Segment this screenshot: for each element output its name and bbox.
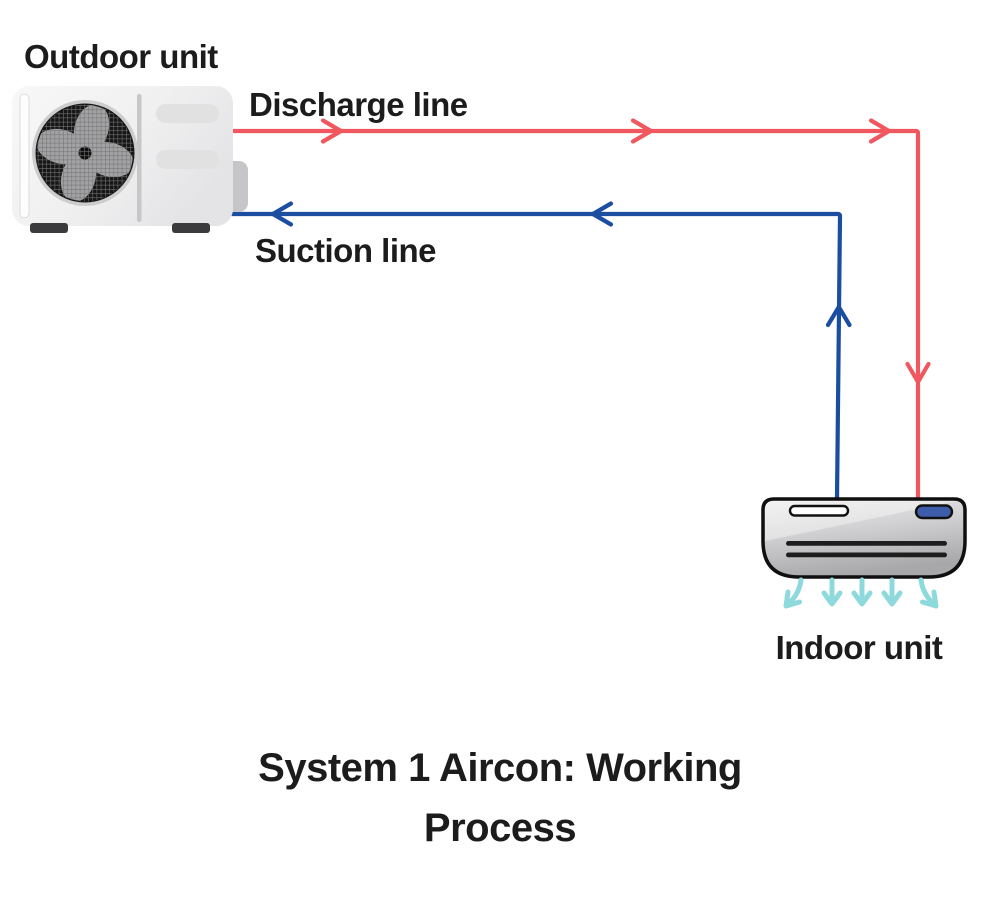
page-title-line-1: System 1 Aircon: Working <box>258 746 742 790</box>
page-title-line-2: Process <box>423 806 577 850</box>
suction-line <box>229 201 852 502</box>
indoor-louver-slot <box>788 504 850 517</box>
airflow-arrows <box>783 577 939 609</box>
indoor-indicator-light <box>914 504 954 520</box>
discharge-arrow-icon <box>868 118 892 144</box>
fan-icon <box>32 100 138 206</box>
indoor-vent-line <box>786 541 947 546</box>
discharge-arrow-icon <box>905 361 931 385</box>
outdoor-unit-illustration <box>12 86 248 233</box>
indoor-body <box>761 497 967 579</box>
indoor-unit-label: Indoor unit <box>775 629 943 666</box>
airflow-arrow-icon <box>821 590 843 607</box>
airflow-arrow-icon <box>851 590 873 607</box>
suction-arrow-icon <box>270 201 294 227</box>
airflow-arrow-icon <box>920 589 939 609</box>
outdoor-foot <box>172 223 210 233</box>
airflow-arrow-icon <box>881 590 903 607</box>
outdoor-vent-slot <box>156 104 219 123</box>
airflow-arrow-icon <box>783 589 802 609</box>
discharge-line-label: Discharge line <box>249 86 468 123</box>
suction-arrow-icon <box>590 201 614 227</box>
indoor-vent-line <box>786 552 947 558</box>
outdoor-vent-slot <box>156 150 219 169</box>
outdoor-left-trim <box>19 93 30 219</box>
outdoor-foot <box>30 223 68 233</box>
discharge-line <box>231 118 931 502</box>
page-title: System 1 Aircon: Working Process <box>0 738 1000 858</box>
suction-line-label: Suction line <box>255 232 437 269</box>
discharge-line-path <box>231 128 921 502</box>
discharge-arrow-icon <box>630 118 654 144</box>
indoor-unit-illustration <box>761 497 967 579</box>
discharge-arrow-icon <box>320 118 344 144</box>
outdoor-divider <box>137 94 142 222</box>
outdoor-unit-label: Outdoor unit <box>24 38 218 75</box>
suction-arrow-icon <box>825 304 852 328</box>
suction-line-path <box>229 211 843 502</box>
